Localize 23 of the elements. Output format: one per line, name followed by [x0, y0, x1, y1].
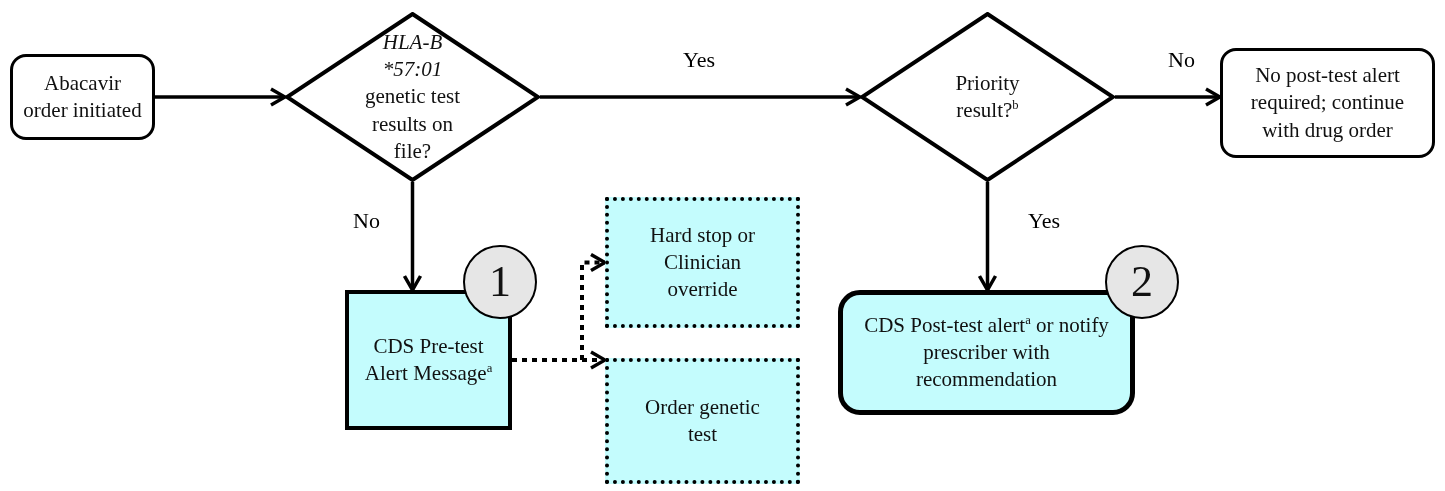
action-box: [605, 358, 800, 484]
action-box: [605, 197, 800, 328]
node-text: CDS Post-test alert$^{a}$ or notify prescriber with recommendation: [863, 311, 1110, 394]
process-box: [10, 54, 155, 140]
arrow: [1115, 87, 1222, 107]
node-text: Hard stop or Clinician override: [649, 221, 756, 304]
arrow: [402, 182, 423, 292]
decision-diamond: [285, 12, 540, 182]
step-number: 1: [489, 256, 511, 309]
node-text: CDS Pre-test Alert Message$^{a}$: [363, 332, 494, 387]
node-text: Abacavir order initiated: [22, 69, 143, 124]
arrow: [977, 182, 998, 292]
decision-diamond: [860, 12, 1115, 182]
arrow: [540, 87, 862, 107]
node-text: Priority result?$^{b}$: [954, 69, 1021, 124]
node-text: genetic test results on file?: [363, 83, 461, 165]
arrow: [155, 87, 287, 107]
dotted-arrow: [512, 350, 607, 370]
process-box: [1220, 48, 1435, 158]
alert-box: [838, 290, 1135, 415]
node-text: No post-test alert required; continue with drug order: [1249, 62, 1406, 144]
node-text: Order genetic test: [644, 393, 761, 448]
step-number: 2: [1131, 256, 1153, 309]
